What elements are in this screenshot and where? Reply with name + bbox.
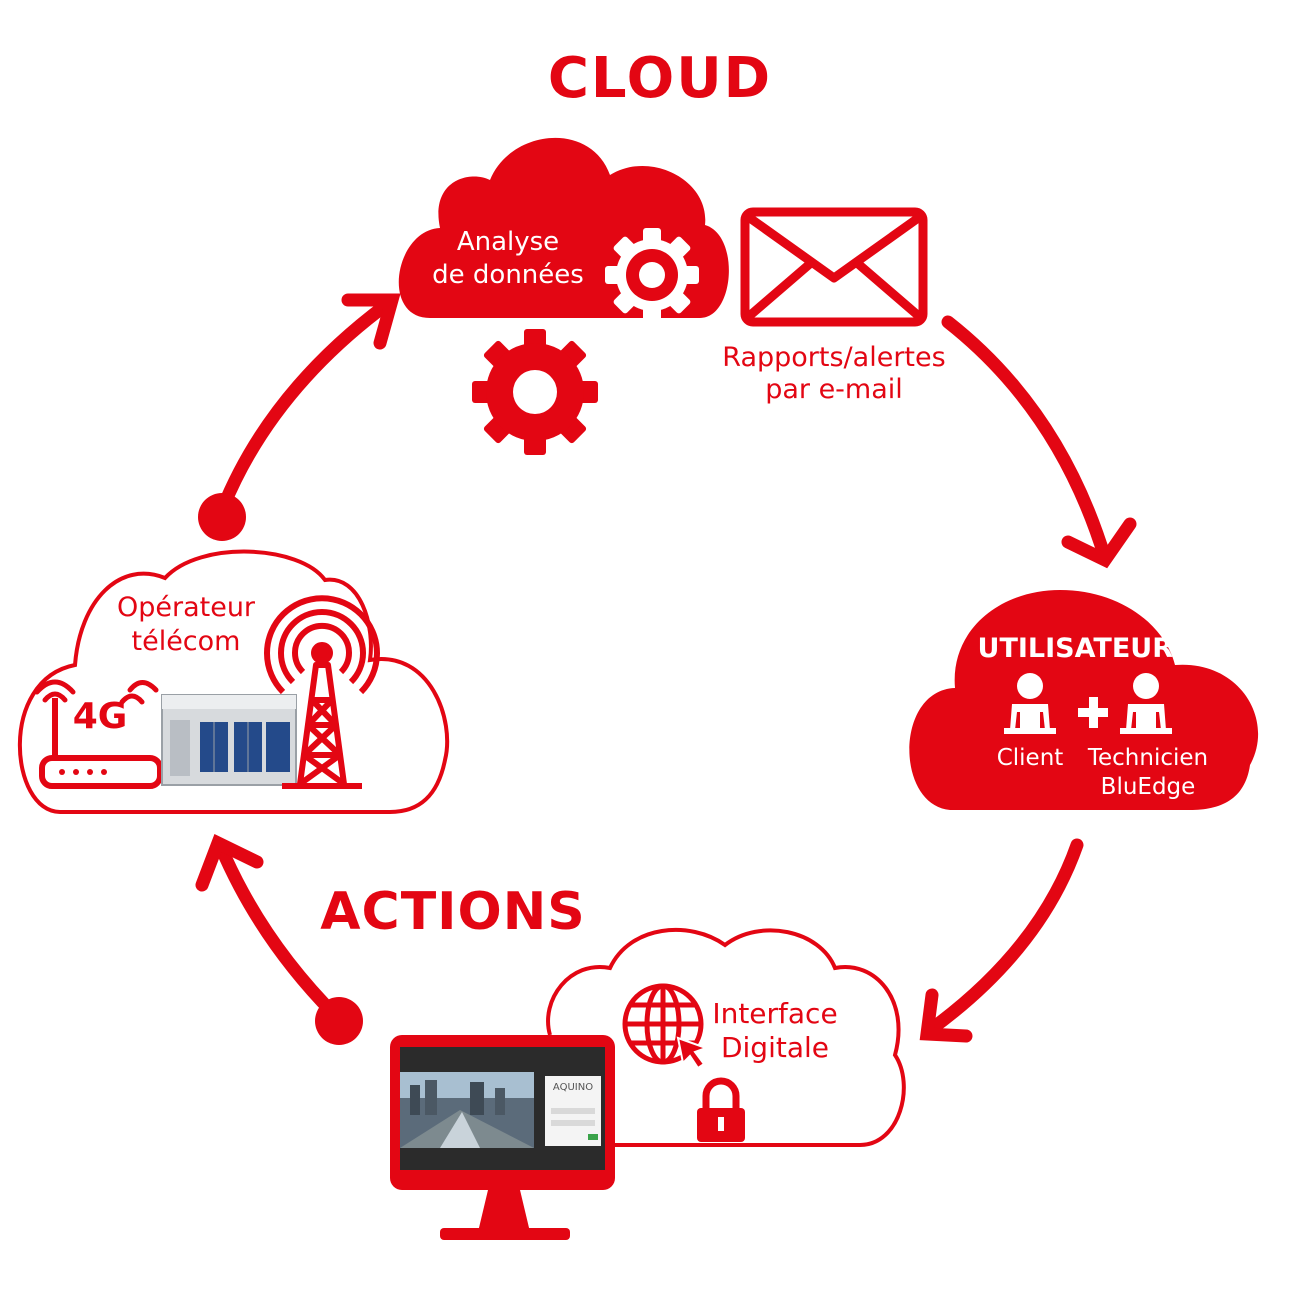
arrow-operator-to-cloud xyxy=(215,295,397,517)
operator-label-line2: télécom xyxy=(132,626,241,657)
interface-label-line2: Digitale xyxy=(721,1031,829,1064)
screen-photo xyxy=(400,1072,534,1148)
arrow-head-users xyxy=(1061,517,1137,569)
network-badge: 4G xyxy=(73,696,128,737)
reports-label-line1: Rapports/alertes xyxy=(722,342,945,373)
wifi-icon xyxy=(34,679,159,705)
screen-login-panel: AQUINO xyxy=(545,1076,601,1146)
client-label: Client xyxy=(997,745,1064,771)
reports-label-line2: par e-mail xyxy=(765,374,903,405)
padlock-icon xyxy=(697,1077,745,1142)
technician-label-line2: BluEdge xyxy=(1101,774,1196,800)
person-icon xyxy=(1004,673,1056,734)
actions-heading: ACTIONS xyxy=(320,882,585,942)
arrow-users-to-interface xyxy=(923,838,1084,1037)
chiller-unit-icon xyxy=(161,694,297,786)
arrow-cloud-to-users xyxy=(941,315,1112,565)
users-cloud: UTILISATEURS Client Technicien BluEdge xyxy=(909,590,1259,810)
router-icon xyxy=(39,698,163,789)
cycle-arrows xyxy=(195,293,1137,1043)
monitor-icon: AQUINO xyxy=(390,1035,615,1240)
analysis-label-line2: de données xyxy=(432,260,584,290)
arrow-head-interface xyxy=(919,988,973,1043)
cloud-heading: CLOUD xyxy=(548,46,772,111)
plus-icon xyxy=(1078,697,1108,728)
envelope-icon xyxy=(740,207,928,327)
arrow-head-cloud xyxy=(341,293,401,350)
cycle-dot-top xyxy=(198,493,246,541)
person-icon xyxy=(1120,673,1172,734)
arrow-interface-to-operator xyxy=(213,838,344,1024)
gear-icon xyxy=(605,228,699,322)
analysis-label-line1: Analyse xyxy=(457,227,559,257)
antenna-tower-icon xyxy=(264,595,380,789)
router-lights xyxy=(59,769,107,775)
users-title: UTILISATEURS xyxy=(978,633,1193,664)
gear-icon xyxy=(472,329,598,455)
cycle-dot-bottom xyxy=(315,997,363,1045)
cursor-icon xyxy=(676,1036,709,1070)
interface-cloud: Interface Digitale xyxy=(540,927,906,1147)
operator-label-line1: Opérateur xyxy=(117,592,256,623)
arrow-head-operator xyxy=(195,834,264,892)
analysis-cloud: Analyse de données xyxy=(398,137,729,322)
technician-label-line1: Technicien xyxy=(1087,745,1208,771)
operator-cloud: Opérateur télécom 4G xyxy=(17,549,450,814)
interface-label-line1: Interface xyxy=(712,997,837,1030)
screen-brand: AQUINO xyxy=(553,1082,593,1093)
